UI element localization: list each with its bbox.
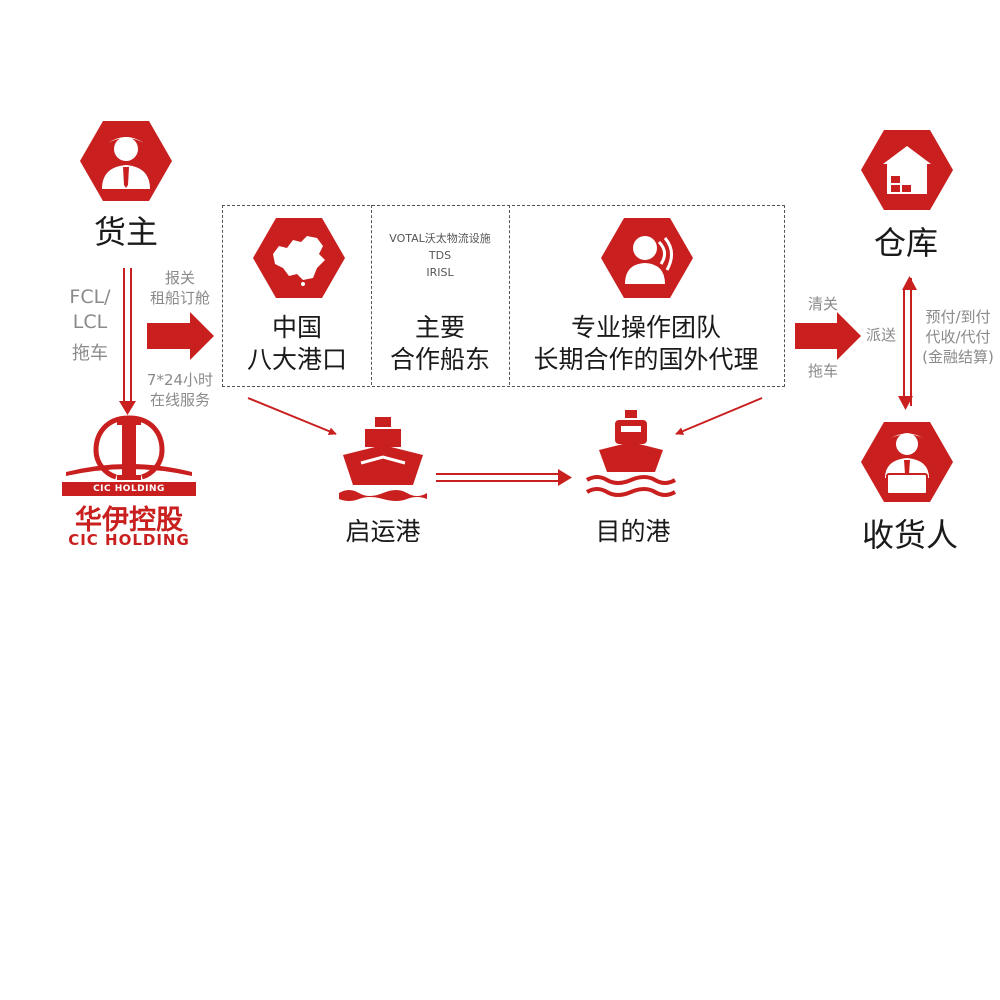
china-ports-icon [253,218,345,298]
consignee-label: 收货人 [861,516,958,554]
warehouse-consignee-arrow [898,276,917,410]
dest-port-icon [585,410,677,502]
warehouse-icon [861,130,953,210]
team-line2: 长期合作的国外代理 [533,345,759,374]
agents-to-dest-arrow [675,397,763,435]
box-divider-2 [509,205,510,385]
team-line1: 专业操作团队 [570,313,721,342]
china-ports-line2: 八大港口 [246,345,347,374]
payment-line2: 代收/代付 [925,328,991,346]
booking-label: 租船订舱 [149,289,210,307]
cic-cn-name: 华伊控股 [75,505,183,536]
cic-banner-text: CIC HOLDING [93,484,165,494]
services-dashed-box [222,205,785,387]
shipper-to-logo-arrow [119,268,136,415]
cic-banner: CIC HOLDING [62,482,196,496]
ports-to-origin-arrow [247,397,337,435]
shipper-node-icon [80,121,172,201]
shipper-label: 货主 [93,213,158,251]
payment-line1: 预付/到付 [925,308,991,326]
dest-port-label: 目的港 [595,517,671,546]
cic-en-name: CIC HOLDING [68,531,190,549]
online-24h-label: 7*24小时 [146,371,214,389]
lcl-label: LCL [72,311,108,333]
shipowner-tds: TDS [428,249,452,262]
shipowner-votal: VOTAL沃太物流设施 [389,232,491,245]
dispatch-label: 派送 [865,326,896,344]
trucking-left-label: 拖车 [72,343,108,364]
booking-thick-arrow [147,312,214,360]
team-icon [601,218,693,298]
origin-port-icon [337,415,429,507]
shipowners-line2: 合作船东 [389,345,490,374]
origin-port-label: 启运港 [345,517,421,546]
cic-emblem [66,415,192,480]
box-divider-1 [371,205,372,385]
clearance-label: 清关 [807,295,838,313]
online-service-label: 在线服务 [149,391,210,409]
fcl-label: FCL/ [69,286,111,308]
customs-label: 报关 [164,269,195,287]
cic-holding-logo: CIC HOLDING 华伊控股 CIC HOLDING [62,412,196,552]
clearance-thick-arrow [795,312,861,360]
china-ports-line1: 中国 [271,313,322,342]
payment-line3: (金融结算) [922,348,994,366]
warehouse-label: 仓库 [873,224,938,262]
consignee-icon [861,422,953,502]
trucking-right-label: 拖车 [807,362,838,380]
origin-to-dest-arrow [436,469,572,486]
shipowners-line1: 主要 [414,313,465,342]
shipowner-irisl: IRISL [426,266,454,279]
